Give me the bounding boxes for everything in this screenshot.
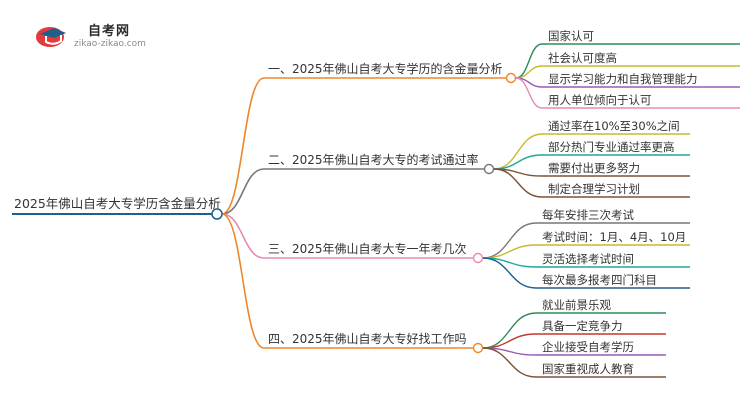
connector-branch-subtopic (515, 43, 543, 79)
subtopic-label[interactable]: 社会认可度高 (548, 51, 617, 65)
subtopic-label[interactable]: 灵活选择考试时间 (542, 252, 634, 266)
subtopic-label[interactable]: 每年安排三次考试 (542, 208, 634, 222)
subtopic-label[interactable]: 国家认可 (548, 29, 594, 43)
connector-branch-subtopic (482, 347, 537, 378)
subtopic-label[interactable]: 制定合理学习计划 (548, 182, 640, 196)
connector-branch-subtopic (482, 257, 537, 289)
branch-topic-label[interactable]: 一、2025年佛山自考大专学历的含金量分析 (268, 61, 503, 76)
subtopic-label[interactable]: 国家重视成人教育 (542, 362, 634, 376)
connector-branch-subtopic (482, 333, 537, 349)
subtopic-label[interactable]: 企业接受自考学历 (542, 340, 634, 354)
logo-subtitle: zikao-zikao.com (74, 39, 146, 49)
site-logo[interactable]: 自考网 zikao-zikao.com (34, 18, 154, 54)
subtopic-label[interactable]: 用人单位倾向于认可 (548, 93, 652, 107)
subtopic-label[interactable]: 显示学习能力和自我管理能力 (548, 72, 698, 86)
subtopic-label[interactable]: 具备一定竞争力 (542, 319, 623, 333)
branch-collapse-toggle[interactable] (472, 252, 484, 264)
root-collapse-toggle[interactable] (211, 208, 223, 220)
branch-collapse-toggle[interactable] (483, 163, 495, 175)
connector-root-branch (221, 77, 265, 215)
subtopic-label[interactable]: 通过率在10%至30%之间 (548, 119, 680, 133)
connector-root-branch (221, 213, 265, 259)
branch-topic-label[interactable]: 三、2025年佛山自考大专一年考几次 (268, 241, 467, 256)
branch-collapse-toggle[interactable] (472, 342, 484, 354)
connector-root-branch (221, 168, 265, 215)
graduation-cap-icon (36, 27, 66, 47)
connector-branch-subtopic (493, 168, 543, 198)
logo-title: 自考网 (88, 24, 131, 39)
subtopic-label[interactable]: 考试时间：1月、4月、10月 (542, 230, 686, 244)
connector-branch-subtopic (482, 222, 537, 259)
subtopic-label[interactable]: 部分热门专业通过率更高 (548, 140, 675, 154)
branch-collapse-toggle[interactable] (505, 72, 517, 84)
subtopic-label[interactable]: 需要付出更多努力 (548, 161, 640, 175)
connector-root-branch (221, 213, 265, 349)
subtopic-label[interactable]: 每次最多报考四门科目 (542, 273, 657, 287)
connector-branch-subtopic (515, 77, 543, 109)
connector-branch-subtopic (493, 133, 543, 170)
connector-branch-subtopic (482, 312, 537, 349)
root-topic-label: 2025年佛山自考大专学历含金量分析 (14, 196, 221, 211)
branch-topic-label[interactable]: 四、2025年佛山自考大专好找工作吗 (268, 331, 467, 346)
subtopic-label[interactable]: 就业前景乐观 (542, 298, 611, 312)
branch-topic-label[interactable]: 二、2025年佛山自考大专的考试通过率 (268, 152, 479, 167)
connector-branch-subtopic (493, 154, 543, 170)
